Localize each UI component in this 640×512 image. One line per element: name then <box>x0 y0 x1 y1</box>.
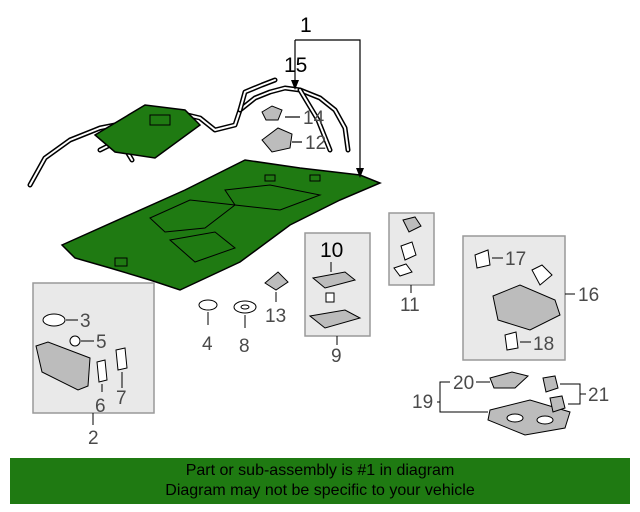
box-console-group: 17 18 16 <box>462 235 599 361</box>
sunvisor <box>35 341 91 391</box>
callout-4: 4 <box>202 334 213 355</box>
dome-lamp-bulb <box>325 292 335 303</box>
box-sunvisor-group: 3 5 6 7 2 <box>32 282 155 449</box>
part-10-lens <box>311 271 357 289</box>
callout-17: 17 <box>505 249 526 270</box>
callout-18: 18 <box>533 334 554 355</box>
part-6-hook <box>96 359 108 383</box>
parts-diagram: 1 15 14 12 3 5 6 7 2 4 8 13 10 <box>27 14 609 449</box>
part-11-clip <box>393 263 413 277</box>
part-21-bulb-b <box>549 395 566 413</box>
part-20-lamp <box>489 371 530 389</box>
part-5-screw <box>69 335 81 347</box>
part-21-bulb-a <box>542 375 559 393</box>
footer-line-2: Diagram may not be specific to your vehi… <box>165 482 475 499</box>
callout-7: 7 <box>116 388 127 409</box>
part-8-washer <box>233 300 257 314</box>
sunroof-panel <box>93 104 202 159</box>
callout-15: 15 <box>284 54 307 77</box>
callout-2: 2 <box>88 428 99 449</box>
part-11-switch <box>400 241 417 261</box>
callout-8: 8 <box>239 336 250 357</box>
callout-1: 1 <box>300 14 312 37</box>
box-11-group: 11 <box>388 212 435 316</box>
callout-9: 9 <box>331 346 342 367</box>
arrow-1 <box>356 168 364 178</box>
part-17-clip <box>474 249 491 269</box>
part-16-bracket <box>531 264 553 286</box>
footer-banner: Part or sub-assembly is #1 in diagram Di… <box>10 458 630 504</box>
part-14-clip <box>261 105 283 121</box>
callout-leaders-top <box>285 39 361 170</box>
callout-16: 16 <box>578 285 599 306</box>
dome-lamp-housing <box>308 309 362 329</box>
callout-10: 10 <box>320 239 343 262</box>
box-dome-lamp-group: 10 9 <box>304 232 371 367</box>
part-13-clip <box>264 271 289 291</box>
callout-13: 13 <box>265 306 286 327</box>
headliner <box>60 159 382 291</box>
part-7-hook <box>115 347 128 371</box>
overhead-console <box>492 284 561 331</box>
callout-14: 14 <box>303 108 325 129</box>
callout-3: 3 <box>80 311 91 332</box>
sunroof-panel-detail <box>149 114 171 126</box>
arrow-15 <box>291 80 299 90</box>
callout-11: 11 <box>400 295 420 316</box>
part-19-console <box>487 399 571 436</box>
part-12-bracket <box>261 127 293 153</box>
part-3-cap <box>42 313 66 327</box>
callout-20: 20 <box>453 373 474 394</box>
lower-console-group: 19 20 21 <box>412 371 609 436</box>
callout-21: 21 <box>588 385 609 406</box>
callout-5: 5 <box>96 332 107 353</box>
footer-line-1: Part or sub-assembly is #1 in diagram <box>185 462 455 479</box>
callout-6: 6 <box>95 396 106 417</box>
part-4-plug <box>198 299 218 311</box>
part-18-clip <box>504 331 519 351</box>
callout-12: 12 <box>305 133 326 154</box>
callout-19: 19 <box>412 392 433 413</box>
part-11-cap <box>402 216 422 233</box>
